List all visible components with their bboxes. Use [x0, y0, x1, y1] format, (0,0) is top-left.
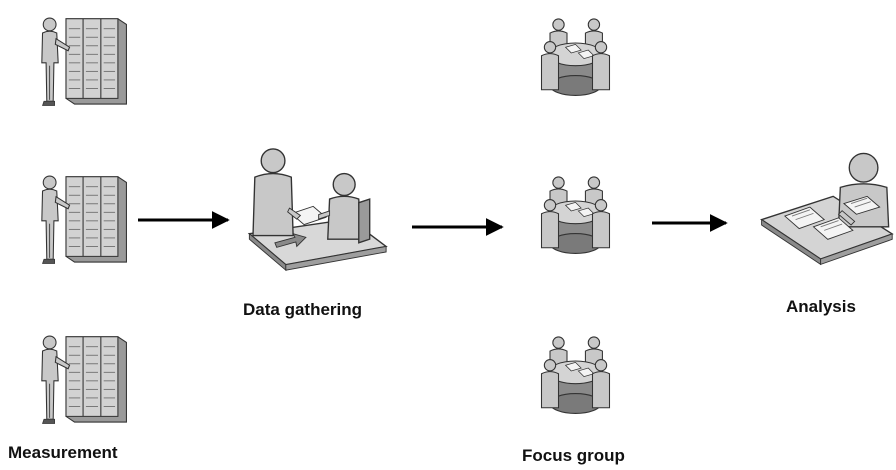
focus-group-icon-top — [540, 18, 611, 96]
focus-group-label: Focus group — [522, 446, 625, 465]
analysis-icon — [760, 152, 893, 266]
focus-group-icon-bottom — [540, 336, 611, 414]
analysis-label: Analysis — [786, 297, 856, 316]
arrow-focus-group-to-analysis — [652, 214, 728, 232]
data-gathering-label: Data gathering — [243, 300, 363, 319]
measurement-icon-top — [41, 17, 127, 107]
measurement-icon-middle — [41, 175, 127, 265]
arrow-measurement-to-data-gathering — [138, 211, 230, 229]
focus-group-icon-middle — [540, 176, 611, 254]
arrow-data-gathering-to-focus-group — [412, 218, 504, 236]
data-gathering-icon — [248, 148, 387, 271]
measurement-label: Measurement — [8, 443, 118, 462]
measurement-icon-bottom — [41, 335, 127, 425]
